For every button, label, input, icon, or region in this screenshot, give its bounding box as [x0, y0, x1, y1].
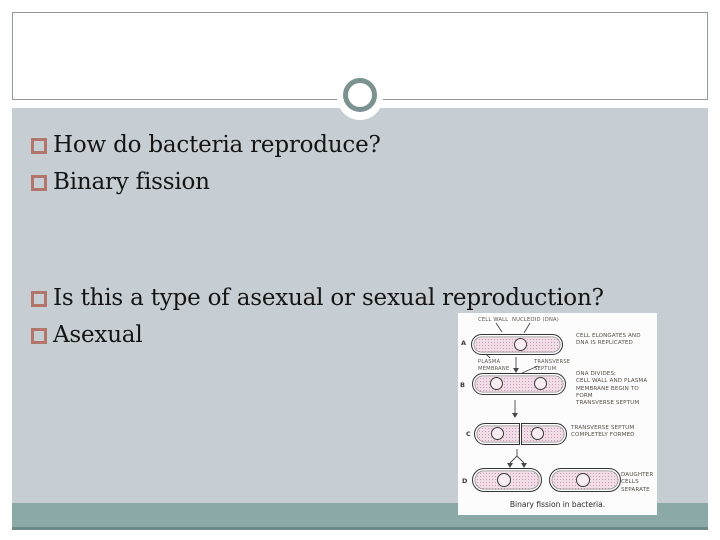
bullet-square-icon: [31, 137, 47, 154]
stage-note-d: DAUGHTER CELLS SEPARATE: [621, 472, 654, 493]
transverse-septum-divider: [519, 423, 522, 445]
bullet-item: How do bacteria reproduce?: [31, 126, 381, 163]
bullet-group-bottom: Is this a type of asexual or sexual repr…: [31, 279, 604, 353]
bullet-square-icon: [31, 327, 47, 344]
label-transverse-septum: TRANSVERSE SEPTUM: [534, 359, 571, 372]
stage-letter-d: D: [462, 477, 468, 485]
stage-note-b: DNA DIVIDES; CELL WALL AND PLASMA MEMBRA…: [576, 371, 648, 407]
nucleoid-circle: [531, 427, 544, 440]
stage-note-c: TRANSVERSE SEPTUM COMPLETELY FORMED: [571, 425, 635, 439]
bullet-text: How do bacteria reproduce?: [53, 131, 381, 158]
figure-caption: Binary fission in bacteria.: [509, 500, 606, 509]
nucleoid-circle: [491, 427, 504, 440]
stage-letter-c: C: [466, 430, 471, 438]
bullet-item: Is this a type of asexual or sexual repr…: [31, 279, 604, 316]
binary-fission-figure: CELL WALL NUCLEOID (DNA) A CELL ELONGATE…: [458, 313, 657, 515]
stage-letter-a: A: [461, 339, 467, 347]
nucleoid-circle: [497, 473, 511, 487]
bacterium-daughter-cell-2: [549, 468, 621, 492]
stage-letter-b: B: [460, 381, 465, 389]
bullet-item: Asexual: [31, 316, 604, 353]
bacterium-daughter-cell-1: [472, 468, 542, 492]
bullet-text: Is this a type of asexual or sexual repr…: [53, 284, 604, 311]
ring-ornament-icon: [343, 78, 377, 112]
bacterium-cell-a: [471, 334, 563, 355]
label-nucleoid: NUCLEOID (DNA): [512, 317, 559, 323]
bacterium-cell-c: [474, 423, 567, 445]
label-plasma-membrane: PLASMA MEMBRANE: [478, 359, 510, 372]
figure-arrows-and-pointers: [485, 322, 539, 468]
nucleoid-circle: [490, 377, 503, 390]
nucleoid-circle: [514, 337, 527, 351]
bullet-text: Asexual: [53, 321, 143, 348]
bacterium-cell-b: [472, 373, 566, 395]
bullet-group-top: How do bacteria reproduce? Binary fissio…: [31, 126, 381, 200]
bullet-item: Binary fission: [31, 163, 381, 200]
bullet-square-icon: [31, 290, 47, 307]
nucleoid-circle: [534, 377, 547, 390]
stage-note-a: CELL ELONGATES AND DNA IS REPLICATED: [576, 333, 641, 347]
label-cell-wall: CELL WALL: [478, 317, 509, 323]
bullet-square-icon: [31, 174, 47, 191]
nucleoid-circle: [576, 473, 590, 487]
bullet-text: Binary fission: [53, 168, 210, 195]
